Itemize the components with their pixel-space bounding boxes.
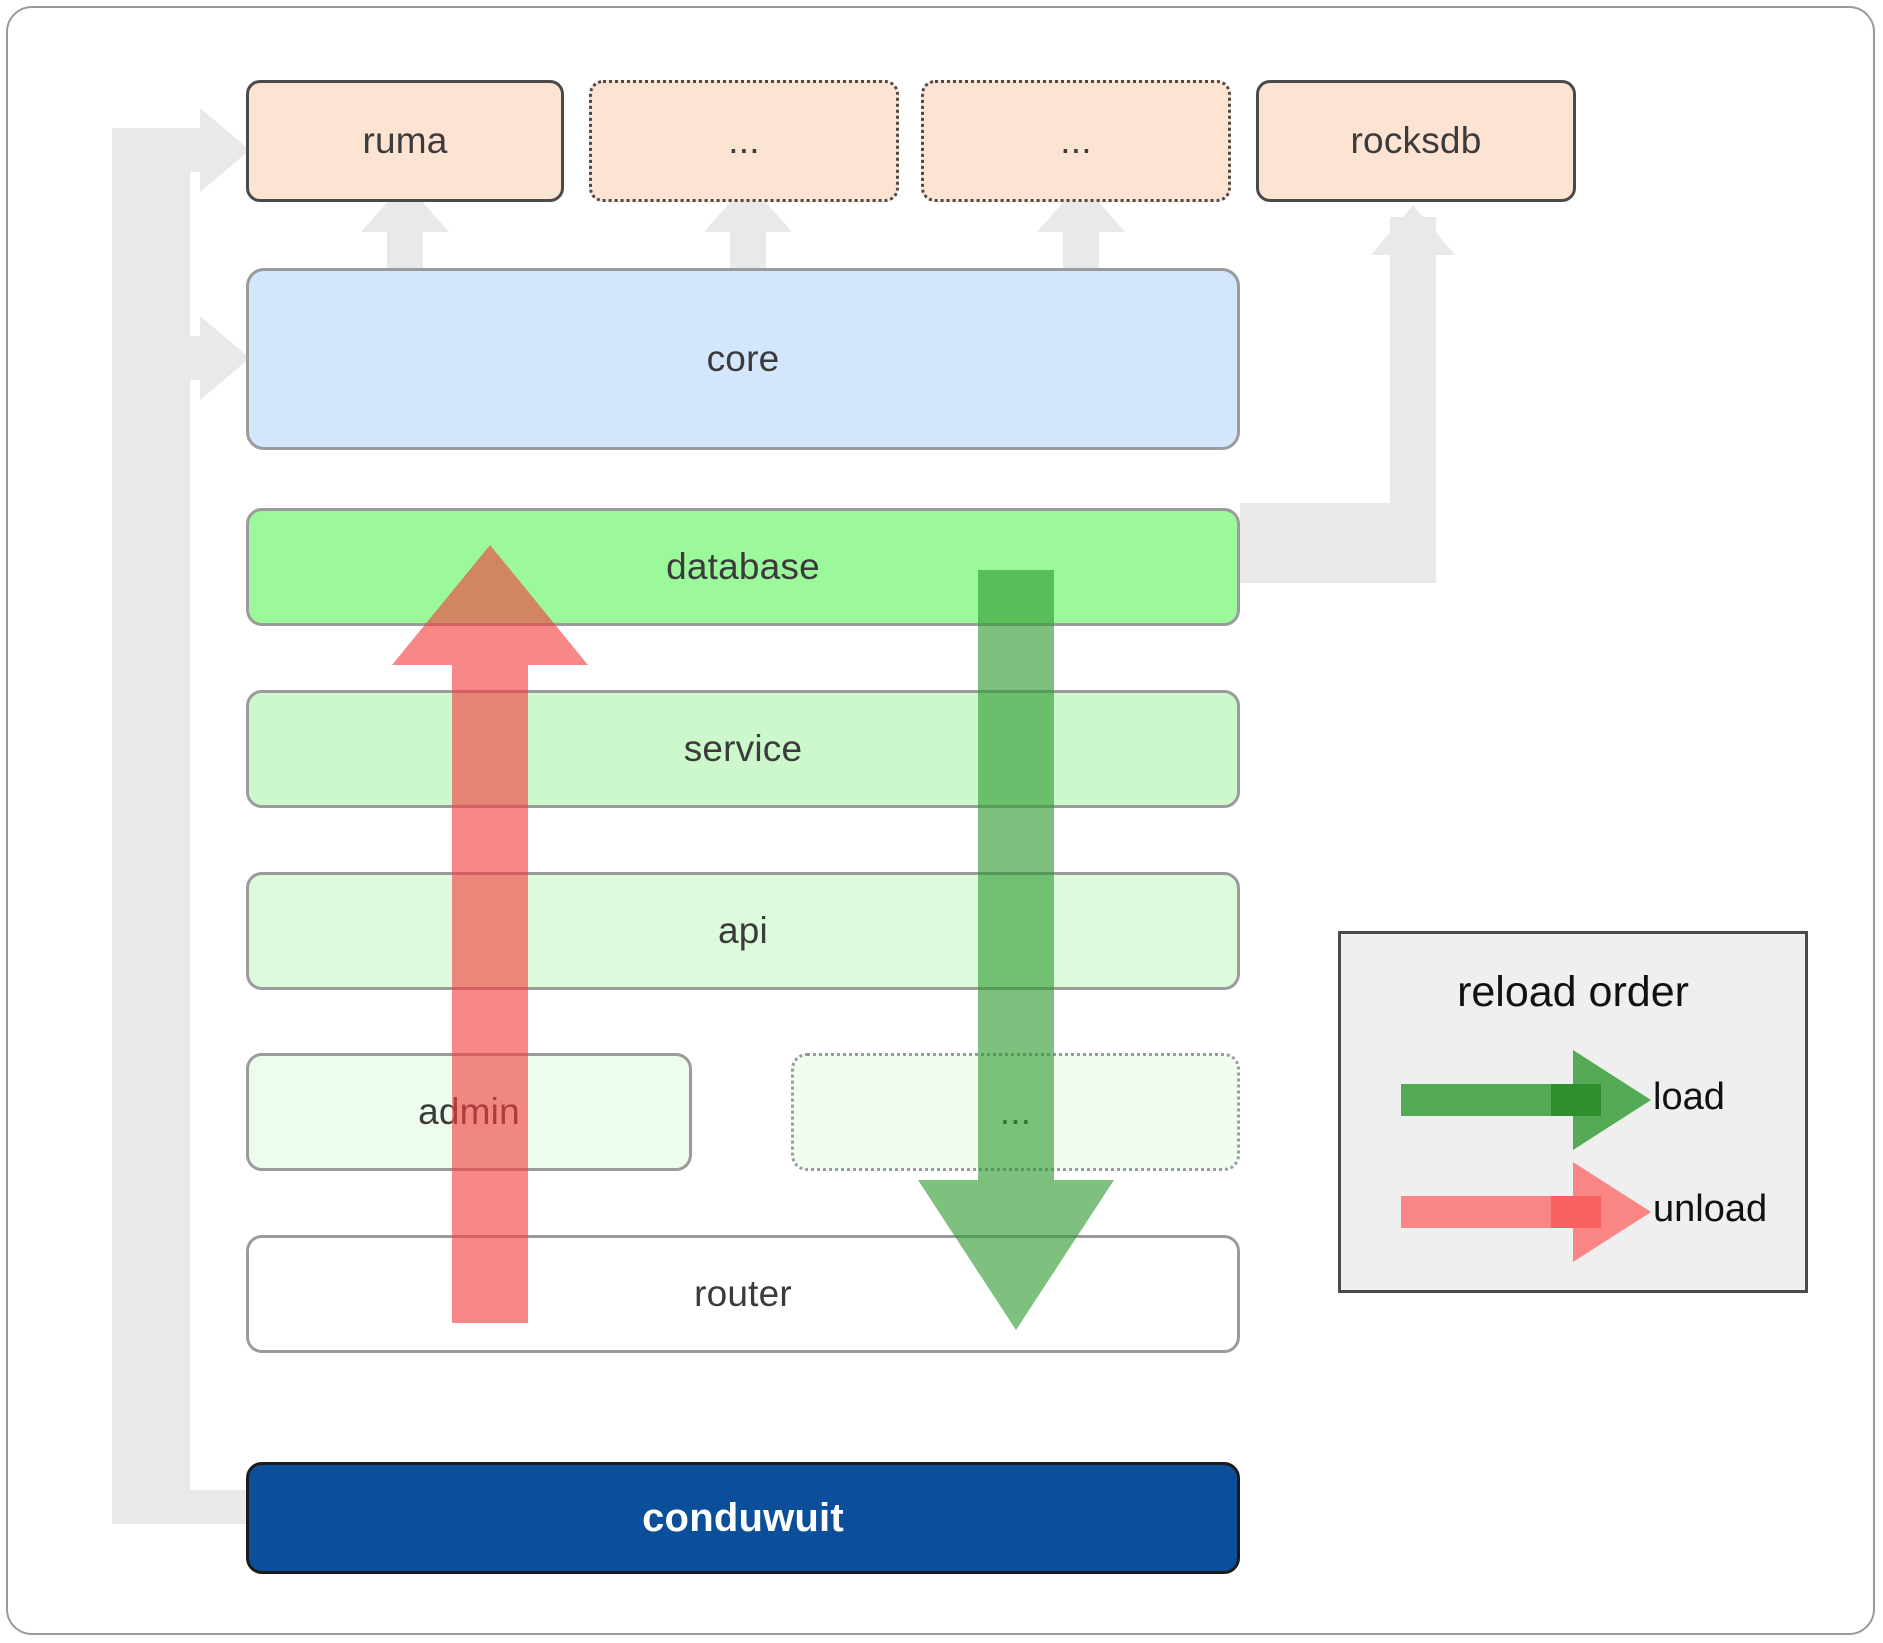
crate-box-ruma[interactable]: ruma — [246, 80, 564, 202]
unload-arrow-icon — [1401, 1162, 1651, 1262]
binary-label: conduwuit — [642, 1495, 844, 1540]
legend-label-unload: unload — [1653, 1188, 1768, 1230]
layer-label: router — [694, 1273, 792, 1314]
legend-panel: reload order load unload — [1338, 931, 1808, 1293]
legend-row-unload: unload — [1341, 1162, 1805, 1264]
legend-row-load: load — [1341, 1050, 1805, 1152]
crate-box-rocksdb[interactable]: rocksdb — [1256, 80, 1576, 202]
layer-label: core — [706, 338, 780, 379]
crate-label: ... — [1060, 120, 1092, 161]
crate-label: rocksdb — [1350, 120, 1482, 161]
legend-title: reload order — [1457, 968, 1689, 1016]
binary-box-conduwuit[interactable]: conduwuit — [246, 1462, 1240, 1574]
crate-label: ruma — [362, 120, 448, 161]
load-arrow-icon — [1401, 1050, 1651, 1150]
layer-box-core[interactable]: core — [246, 268, 1240, 450]
crate-label: ... — [728, 120, 760, 161]
legend-label-load: load — [1653, 1076, 1725, 1118]
crate-box-ellipsis-1[interactable]: ... — [589, 80, 899, 202]
layer-label: service — [683, 728, 803, 769]
crate-box-ellipsis-2[interactable]: ... — [921, 80, 1231, 202]
layer-label: database — [666, 546, 820, 587]
layer-label: api — [718, 910, 768, 951]
